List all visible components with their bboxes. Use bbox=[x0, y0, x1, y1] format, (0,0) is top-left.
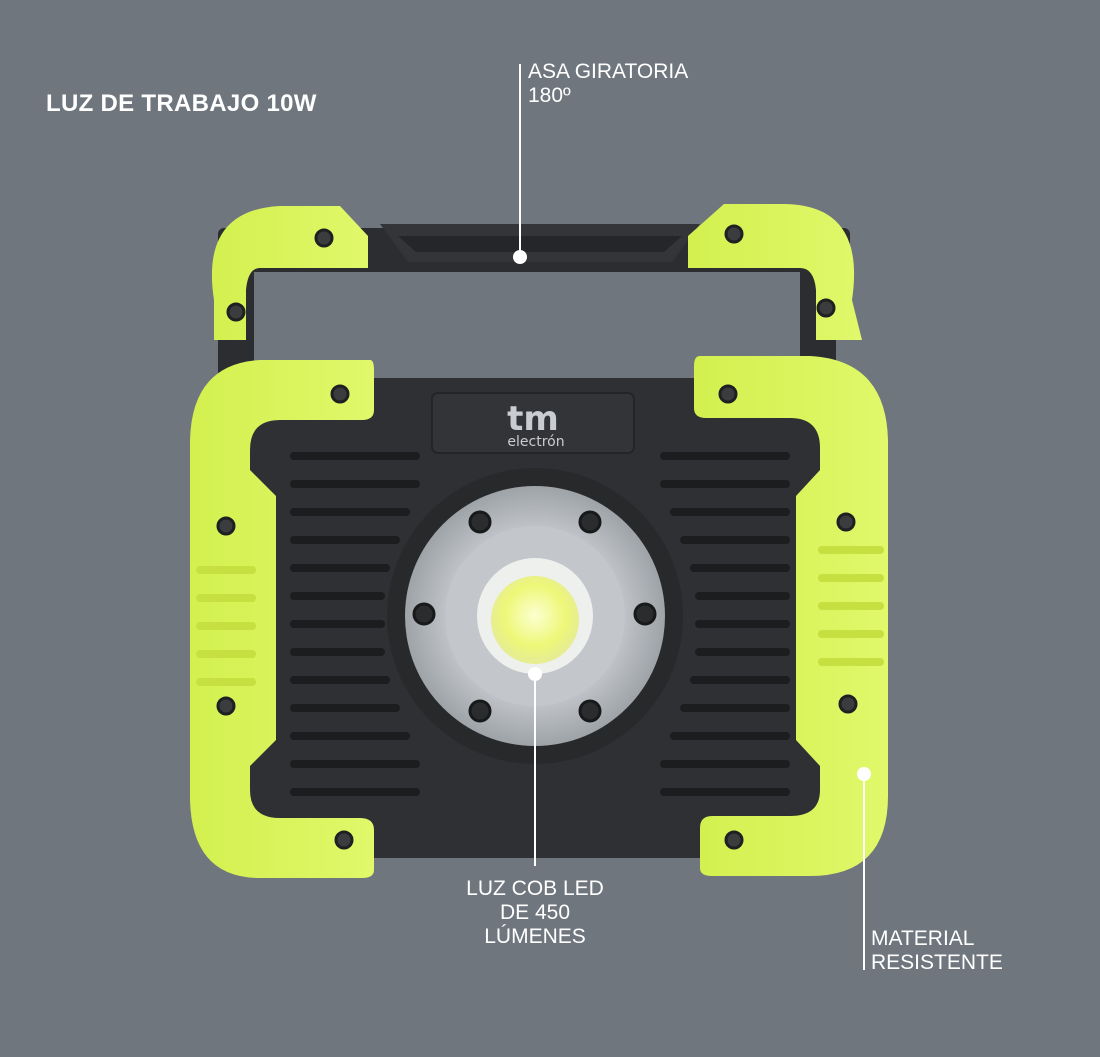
left-bumper bbox=[190, 360, 374, 878]
handle-callout-line2: 180º bbox=[528, 84, 571, 107]
led-callout-line3: LÚMENES bbox=[484, 925, 586, 948]
handle-callout: ASA GIRATORIA 180º bbox=[528, 60, 688, 108]
material-callout-line1: MATERIAL bbox=[871, 927, 975, 950]
led-callout-line2: DE 450 bbox=[499, 901, 571, 924]
cob-led bbox=[491, 576, 579, 664]
page-title: LUZ DE TRABAJO 10W bbox=[46, 90, 317, 117]
material-callout-line2: RESISTENTE bbox=[871, 951, 1003, 974]
right-bumper bbox=[694, 356, 888, 876]
led-callout: LUZ COB LED DE 450 LÚMENES bbox=[435, 877, 635, 949]
brand-sub: electrón bbox=[507, 434, 564, 450]
material-callout-line bbox=[863, 774, 865, 970]
led-callout-line1: LUZ COB LED bbox=[466, 877, 604, 900]
handle-callout-line bbox=[519, 64, 521, 256]
led-callout-line bbox=[534, 674, 536, 866]
material-callout: MATERIAL RESISTENTE bbox=[871, 927, 1003, 975]
handle-callout-line1: ASA GIRATORIA bbox=[528, 60, 689, 83]
brand-logo: tm bbox=[507, 399, 559, 439]
handle-callout-dot bbox=[513, 250, 527, 264]
